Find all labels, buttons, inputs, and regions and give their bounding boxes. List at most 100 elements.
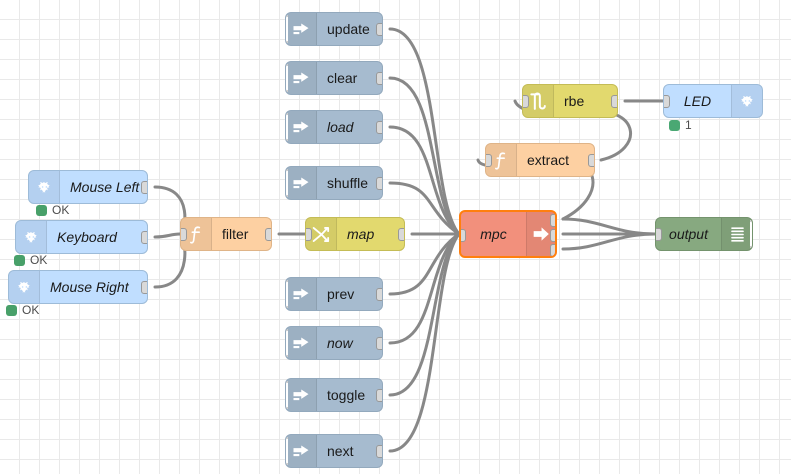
wire-mpc-output-1 xyxy=(561,217,657,236)
output-port[interactable] xyxy=(376,71,382,85)
node-inject-toggle[interactable]: toggle xyxy=(285,378,383,412)
node-label: load xyxy=(327,119,354,135)
status-dot-icon xyxy=(36,204,47,216)
inject-button[interactable] xyxy=(286,437,288,465)
node-inject-shuffle[interactable]: shuffle xyxy=(285,166,383,200)
inject-arrow-icon xyxy=(286,62,317,94)
inject-arrow-icon xyxy=(286,167,317,199)
status-mouse-left: OK xyxy=(36,203,69,217)
output-port[interactable] xyxy=(398,227,404,241)
node-label: prev xyxy=(327,286,355,302)
inject-button[interactable] xyxy=(286,64,288,92)
status-dot-icon xyxy=(6,304,17,316)
status-text: OK xyxy=(52,203,70,217)
raspberry-pi-icon xyxy=(16,221,47,253)
node-keyboard[interactable]: Keyboard xyxy=(15,220,148,254)
inject-button[interactable] xyxy=(286,15,288,43)
raspberry-pi-icon xyxy=(29,171,60,203)
inject-arrow-icon xyxy=(286,327,317,359)
output-port-3[interactable] xyxy=(550,244,555,256)
node-filter[interactable]: filter xyxy=(180,217,272,251)
status-keyboard: OK xyxy=(14,253,47,267)
node-label: extract xyxy=(527,152,570,168)
node-label: Mouse Right xyxy=(50,279,129,295)
output-port[interactable] xyxy=(141,280,147,294)
wire-toggle-mpc xyxy=(388,232,461,397)
node-label: Mouse Left xyxy=(70,179,140,195)
inject-arrow-icon xyxy=(286,111,317,143)
inject-button[interactable] xyxy=(286,169,288,197)
node-label: shuffle xyxy=(327,175,368,191)
node-label: rbe xyxy=(564,93,585,109)
node-led[interactable]: LED xyxy=(663,84,763,118)
node-inject-clear[interactable]: clear xyxy=(285,61,383,95)
input-port[interactable] xyxy=(523,94,529,108)
output-port[interactable] xyxy=(376,444,382,458)
inject-arrow-icon xyxy=(286,435,317,467)
output-port-2[interactable] xyxy=(550,229,555,242)
input-port[interactable] xyxy=(664,94,670,108)
node-inject-prev[interactable]: prev xyxy=(285,277,383,311)
node-label: filter xyxy=(222,226,249,242)
status-text: OK xyxy=(22,303,40,317)
node-label: output xyxy=(669,226,708,242)
status-dot-icon xyxy=(669,119,680,131)
node-inject-load[interactable]: load xyxy=(285,110,383,144)
wire-update-mpc xyxy=(388,27,461,236)
wire-keyboard-filter xyxy=(153,232,182,239)
output-port[interactable] xyxy=(376,176,382,190)
node-inject-update[interactable]: update xyxy=(285,12,383,46)
inject-button[interactable] xyxy=(286,329,288,357)
status-dot-icon xyxy=(14,254,25,266)
output-port[interactable] xyxy=(611,94,617,108)
output-port[interactable] xyxy=(588,153,594,167)
output-port-1[interactable] xyxy=(550,214,555,227)
status-led: 1 xyxy=(669,118,692,132)
inject-arrow-icon xyxy=(286,13,317,45)
node-extract[interactable]: extract xyxy=(485,143,595,177)
output-port[interactable] xyxy=(265,227,271,241)
output-port[interactable] xyxy=(376,287,382,301)
inject-arrow-icon xyxy=(286,379,317,411)
input-port[interactable] xyxy=(306,227,312,241)
node-label: clear xyxy=(327,70,358,86)
inject-button[interactable] xyxy=(286,113,288,141)
status-text: OK xyxy=(30,253,48,267)
raspberry-pi-icon xyxy=(731,85,762,117)
node-label: update xyxy=(327,21,370,37)
inject-button[interactable] xyxy=(286,280,288,308)
output-port[interactable] xyxy=(376,336,382,350)
node-mpc[interactable]: mpc xyxy=(459,210,557,258)
input-port[interactable] xyxy=(486,153,492,167)
input-port[interactable] xyxy=(656,227,662,241)
output-port[interactable] xyxy=(376,388,382,402)
wire-mpc-output-3 xyxy=(561,232,657,251)
node-label: mpc xyxy=(480,226,507,242)
output-port[interactable] xyxy=(376,120,382,134)
node-label: next xyxy=(327,443,354,459)
input-port[interactable] xyxy=(181,227,187,241)
node-label: LED xyxy=(683,93,712,109)
node-label: toggle xyxy=(327,387,366,403)
input-port[interactable] xyxy=(461,229,466,242)
node-label: Keyboard xyxy=(57,229,117,245)
node-label: map xyxy=(347,226,375,242)
node-mouse-left[interactable]: Mouse Left xyxy=(28,170,148,204)
output-port[interactable] xyxy=(141,180,147,194)
node-output[interactable]: output xyxy=(655,217,753,251)
output-port[interactable] xyxy=(376,22,382,36)
debug-lines-icon xyxy=(721,218,752,250)
node-label: now xyxy=(327,335,353,351)
raspberry-pi-icon xyxy=(9,271,40,303)
node-map[interactable]: map xyxy=(305,217,405,251)
inject-button[interactable] xyxy=(286,381,288,409)
output-port[interactable] xyxy=(141,230,147,244)
node-rbe[interactable]: rbe xyxy=(522,84,618,118)
node-inject-now[interactable]: now xyxy=(285,326,383,360)
inject-arrow-icon xyxy=(286,278,317,310)
wire-clear-mpc xyxy=(388,76,461,236)
debug-enable-button[interactable] xyxy=(750,220,752,248)
node-inject-next[interactable]: next xyxy=(285,434,383,468)
node-mouse-right[interactable]: Mouse Right xyxy=(8,270,148,304)
